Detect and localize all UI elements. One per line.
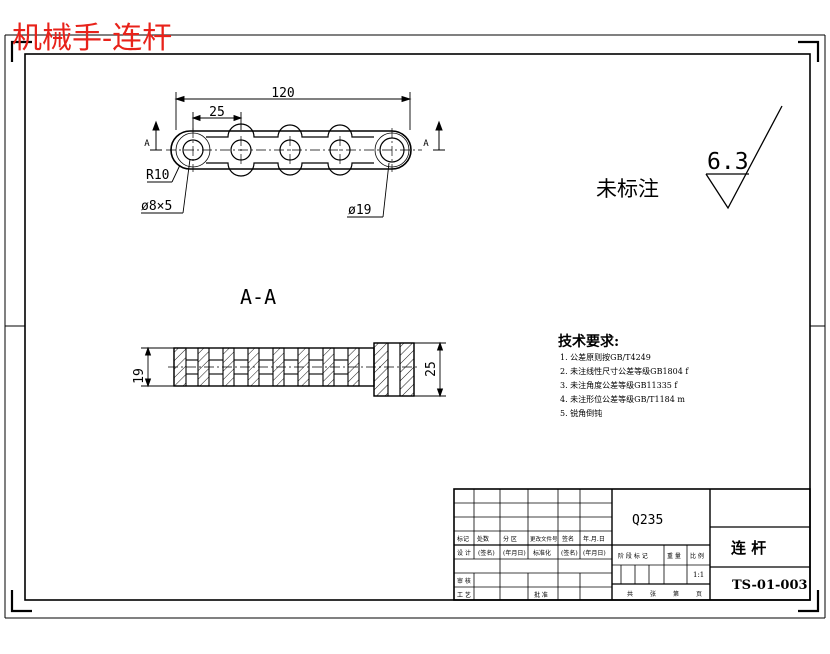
drawing-number: TS-01-003 [732, 578, 808, 593]
design-label: 设 计 [457, 549, 471, 557]
sheet-total-label: 共 [627, 590, 633, 598]
rev-header-date: 年.月.日 [583, 535, 605, 543]
section-mark-left [150, 120, 162, 151]
stage-header: 阶 段 标 记 [618, 552, 648, 560]
scale-header: 比 例 [690, 552, 704, 560]
rev-header-docno: 更改文件号 [530, 535, 558, 543]
sheet-total-unit: 张 [650, 590, 656, 598]
plan-view [141, 92, 445, 218]
section-label: A-A [240, 285, 276, 309]
standard-date: (年月日) [583, 549, 606, 557]
section-label-right: A [423, 139, 429, 149]
roughness-value: 6.3 [707, 149, 749, 175]
standard-label: 标准化 [533, 549, 551, 557]
label-hole19: ø19 [348, 203, 371, 218]
approve-label: 批 准 [534, 591, 548, 599]
trim-marks [10, 40, 820, 613]
link-slot-bottom [206, 162, 374, 177]
tech-item-3: 3. 未注角度公差等级GB11335 f [560, 380, 678, 390]
leader-hole19 [347, 162, 390, 218]
dim-label-25: 25 [209, 105, 225, 120]
tech-item-5: 5. 锐角倒钝 [560, 408, 602, 418]
centre-lines [166, 128, 422, 172]
dimension-19 [141, 346, 174, 388]
section-label-left: A [144, 139, 150, 149]
dim-label-25-section: 25 [424, 361, 439, 377]
rev-header-zone: 分 区 [503, 535, 517, 543]
roughness-symbol [705, 105, 783, 210]
plan-view-labels: 120 25 A A R10 ø8×5 ø19 [141, 86, 429, 218]
design-date: (年月日) [503, 549, 526, 557]
label-hole8: ø8×5 [141, 199, 172, 214]
boss-wall-left [373, 342, 389, 397]
leader-r10 [147, 164, 181, 183]
rev-header-mark: 标记 [457, 535, 469, 543]
title-block-text: Q235 连 杆 TS-01-003 1:1 标记 处数 分 区 更改文件号 签… [457, 513, 808, 599]
sheet-no-label: 第 [673, 590, 679, 598]
leader-hole8 [141, 158, 191, 214]
process-label: 工 艺 [457, 591, 471, 599]
check-label: 审 核 [457, 577, 471, 585]
sheet-no-unit: 页 [696, 591, 702, 598]
standard-sign: (签名) [561, 549, 578, 557]
label-r10: R10 [146, 168, 169, 183]
dimension-120 [174, 92, 412, 130]
dim-label-120: 120 [271, 86, 294, 101]
title-block [453, 488, 811, 601]
section-view [141, 341, 446, 398]
link-slot-top [206, 123, 374, 138]
roughness-note: 未标注 [596, 177, 659, 201]
sheet-border [4, 34, 826, 619]
tech-requirements: 技术要求: 1. 公差原则按GB/T4249 2. 未注线性尺寸公差等级GB18… [558, 333, 689, 418]
section-mark-right [433, 120, 445, 151]
tech-item-1: 1. 公差原则按GB/T4249 [560, 352, 651, 362]
dimension-25-section [414, 341, 446, 398]
scale-value: 1:1 [693, 571, 704, 579]
dimension-25 [191, 112, 243, 130]
dim-label-19: 19 [132, 368, 147, 384]
tech-item-2: 2. 未注线性尺寸公差等级GB1804 f [560, 366, 689, 376]
tech-heading: 技术要求: [558, 333, 619, 350]
rev-header-sign: 签名 [562, 535, 574, 543]
boss-wall-right [399, 342, 415, 397]
weight-header: 重 量 [667, 552, 681, 560]
drawing-title: 机械手-连杆 [12, 21, 172, 56]
material: Q235 [632, 513, 663, 528]
part-name: 连 杆 [731, 539, 766, 557]
design-sign: (签名) [478, 549, 495, 557]
rev-header-count: 处数 [477, 535, 489, 543]
tech-item-4: 4. 未注形位公差等级GB/T1184 m [560, 394, 685, 404]
